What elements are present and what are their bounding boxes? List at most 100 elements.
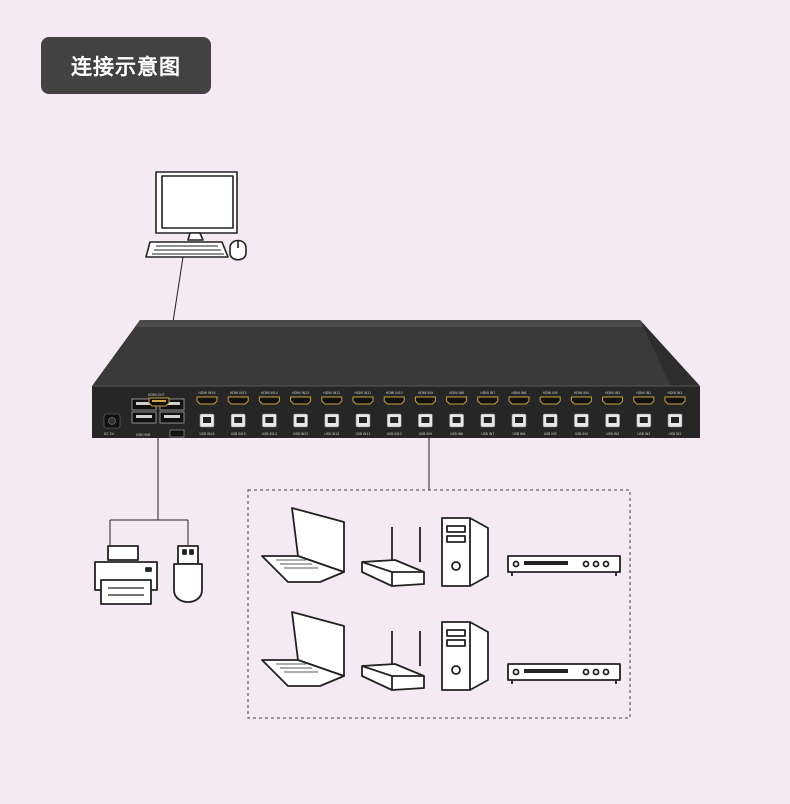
usb-b-port-slot (671, 417, 679, 423)
hdmi-input-port (664, 396, 686, 405)
hdmi-out-label: HDMI OUT (148, 393, 164, 397)
usb-b-port-slot (608, 417, 617, 423)
router-icon (361, 631, 425, 691)
usb-port-label: USB IN4 (575, 432, 588, 436)
mouse-icon (229, 239, 247, 261)
usb-b-port-slot (483, 417, 492, 423)
dc-label: DC 5V (104, 432, 115, 436)
usb-port-label: USB IN5 (544, 432, 557, 436)
usb-port-label: USB IN16 (200, 432, 215, 436)
usb-port-label: USB IN15 (231, 432, 246, 436)
dc-power-port: DC 5V (103, 413, 121, 436)
usb-port-label: USB IN2 (637, 432, 650, 436)
hdmi-input-port (414, 396, 436, 405)
usb-b-port-slot (390, 417, 399, 423)
usb-port-label: USB IN10 (387, 432, 402, 436)
usb-port-label: USB IN12 (324, 432, 339, 436)
hdmi-port-label: HDMI IN5 (543, 391, 558, 395)
usb-b-port-slot (296, 417, 305, 423)
hdmi-input-port (196, 396, 218, 405)
hdmi-port-label: HDMI IN3 (605, 391, 620, 395)
usb-b-port-slot (265, 417, 274, 423)
hdmi-port-label: HDMI IN7 (480, 391, 495, 395)
usb-port-label: USB IN8 (450, 432, 463, 436)
printer-icon (94, 545, 158, 605)
hdmi-input-port (321, 396, 343, 405)
hdmi-port-label: HDMI IN16 (199, 391, 216, 395)
page-title: 连接示意图 (41, 37, 211, 94)
hdmi-input-port (227, 396, 249, 405)
hdmi-port-label: HDMI IN15 (230, 391, 247, 395)
usb-b-port-slot (234, 417, 243, 423)
dvd-player-icon (507, 555, 621, 576)
hdmi-input-port (477, 396, 499, 405)
usb-port-label: USB IN13 (293, 432, 308, 436)
usb-b-port-slot (203, 417, 211, 423)
usb-b-port-slot (359, 417, 367, 423)
router-icon (361, 527, 425, 587)
hdmi-input-port (508, 396, 530, 405)
usb-port-label: USB IN7 (481, 432, 494, 436)
laptop-icon (261, 611, 345, 687)
hdmi-port-label: HDMI IN1 (668, 391, 683, 395)
hdmi-port-label: HDMI IN4 (574, 391, 589, 395)
usb-b-port-slot (577, 417, 586, 423)
hdmi-port-label: HDMI IN10 (386, 391, 403, 395)
hdmi-port-label: HDMI IN11 (355, 391, 372, 395)
desktop-tower-icon (441, 517, 489, 587)
hdmi-input-port (570, 396, 592, 405)
hdmi-input-port (602, 396, 624, 405)
usb-port-label: USB IN3 (606, 432, 619, 436)
usb-b-port-slot (327, 417, 336, 423)
hdmi-port-label: HDMI IN6 (512, 391, 527, 395)
keyboard-icon (145, 241, 229, 258)
desktop-tower-icon (441, 621, 489, 691)
usb-b-port-slot (639, 417, 648, 423)
hdmi-input-port (633, 396, 655, 405)
hdmi-input-port (446, 396, 468, 405)
hdmi-out-port: HDMI OUT (148, 393, 170, 407)
hdmi-port-label: HDMI IN2 (636, 391, 651, 395)
hdmi-port-label: HDMI IN12 (323, 391, 340, 395)
hdmi-input-port (352, 396, 374, 405)
usb-drive-icon (173, 545, 203, 603)
dvd-player-icon (507, 663, 621, 684)
hdmi-input-port (258, 396, 280, 405)
usb-b-port-slot (546, 417, 555, 423)
usb-hub-label: USB HUB (136, 433, 150, 437)
usb-b-port-slot (515, 417, 523, 423)
laptop-icon (261, 507, 345, 583)
usb-b-port-slot (452, 417, 461, 423)
input-devices-box (247, 489, 631, 719)
hdmi-port-label: HDMI IN13 (292, 391, 309, 395)
hdmi-input-port (539, 396, 561, 405)
usb-hub-ports: USB HUB (131, 398, 185, 438)
monitor-icon (155, 171, 238, 241)
hdmi-port-label: HDMI IN14 (261, 391, 278, 395)
hdmi-input-port (383, 396, 405, 405)
usb-port-label: USB IN14 (262, 432, 277, 436)
hdmi-input-port (290, 396, 312, 405)
usb-port-label: USB IN1 (669, 432, 682, 436)
hdmi-port-label: HDMI IN8 (449, 391, 464, 395)
usb-port-label: USB IN6 (513, 432, 526, 436)
usb-b-port-slot (421, 417, 430, 423)
hub-split (109, 519, 189, 545)
